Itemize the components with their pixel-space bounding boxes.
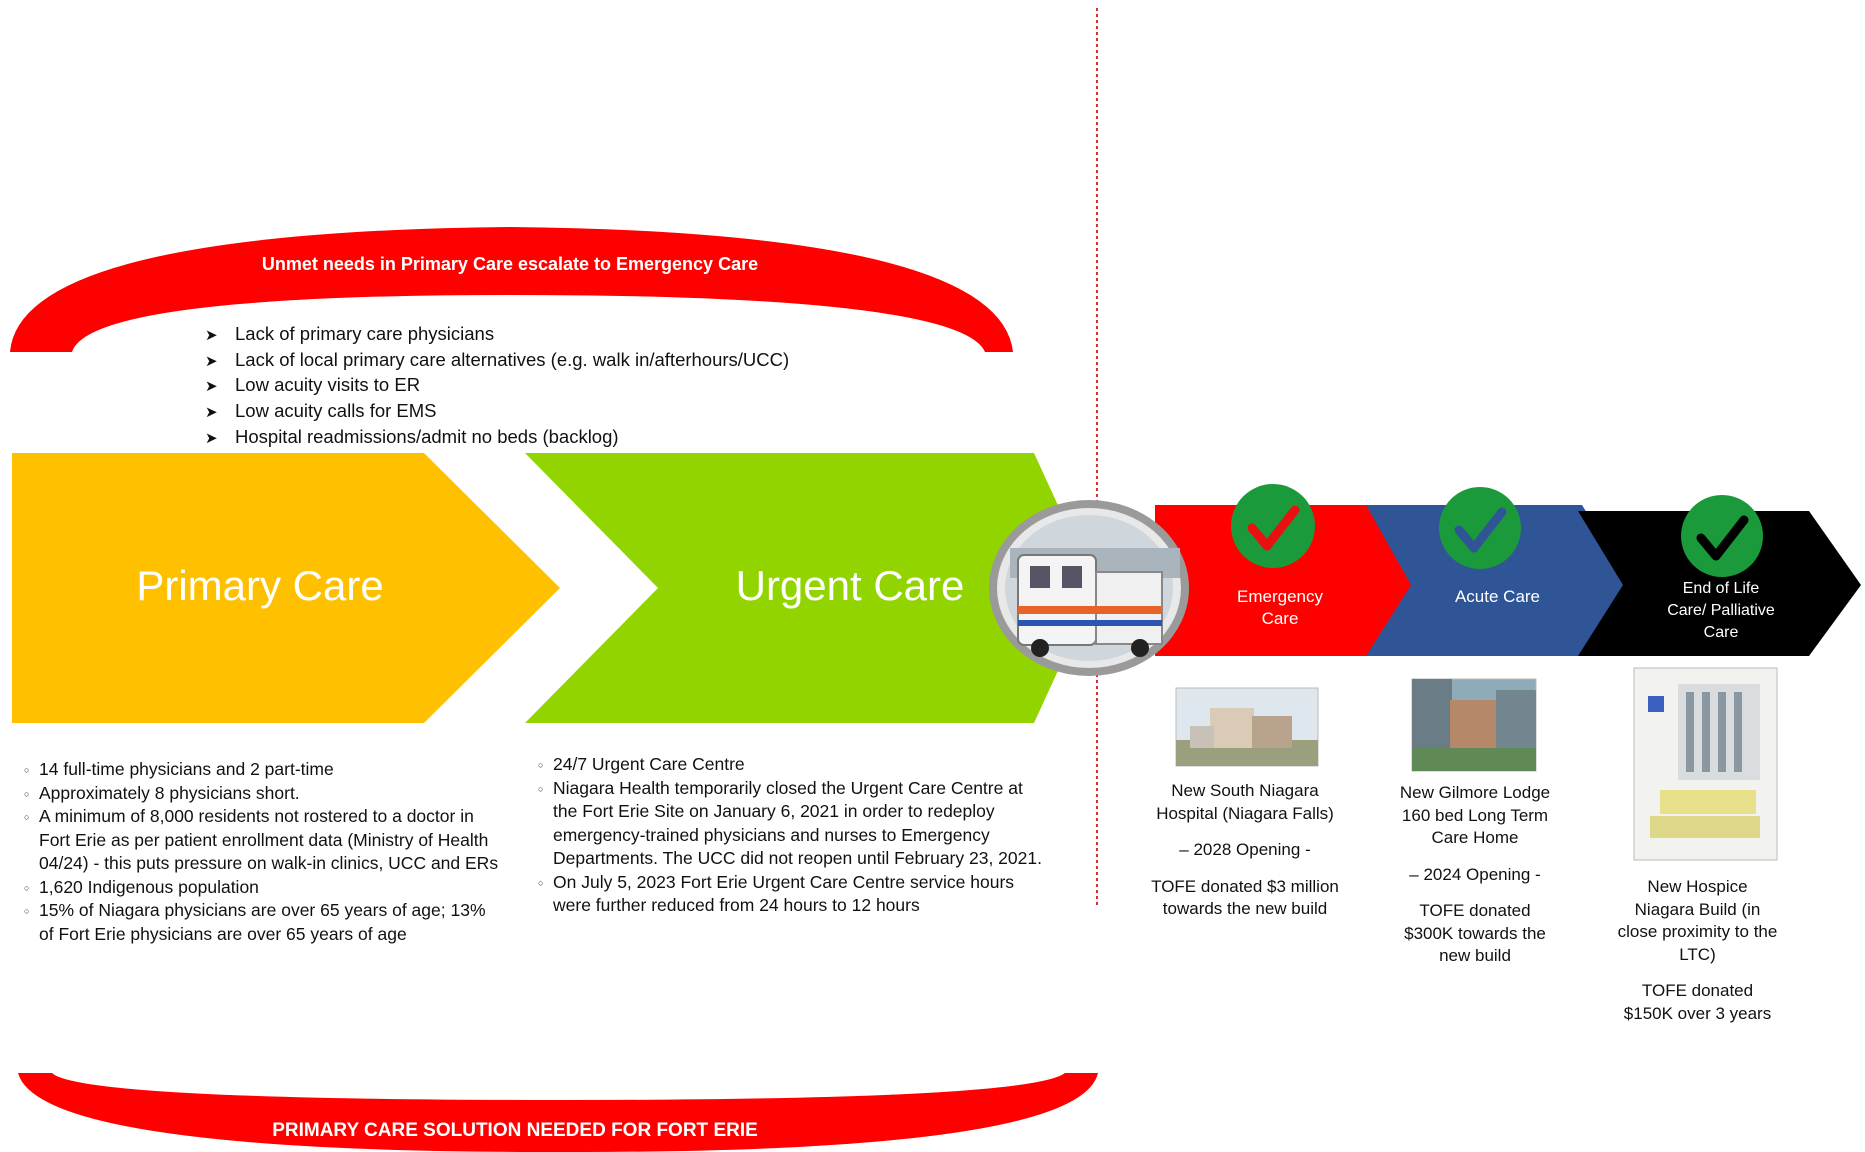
urgent-care-title: Urgent Care: [735, 562, 965, 609]
arrow-bullet-icon: ➤: [205, 378, 218, 396]
needs-list-item: ➤Lack of primary care physicians: [205, 322, 789, 348]
list-item: Approximately 8 physicians short.: [24, 782, 504, 805]
needs-list-item: ➤Lack of local primary care alternatives…: [205, 348, 789, 374]
list-item: On July 5, 2023 Fort Erie Urgent Care Ce…: [538, 871, 1048, 918]
acute-check-icon: [1439, 487, 1521, 569]
acute-care-arrow-shape: [1366, 505, 1632, 656]
list-item: 1,620 Indigenous population: [24, 876, 504, 899]
arrow-bullet-icon: ➤: [205, 404, 218, 422]
primary-care-details: 14 full-time physicians and 2 part-time …: [24, 758, 504, 946]
end-of-life-arrow-shape: [1578, 511, 1861, 656]
primary-care-arrow-shape: [12, 453, 560, 723]
south-niagara-hospital-photo: [1175, 687, 1319, 767]
urgent-care-details: 24/7 Urgent Care Centre Niagara Health t…: [538, 753, 1048, 918]
gilmore-lodge-photo: [1411, 678, 1537, 772]
urgent-care-arrow-shape: [525, 453, 1096, 723]
list-item: A minimum of 8,000 residents not rostere…: [24, 805, 504, 876]
bottom-arc-label: PRIMARY CARE SOLUTION NEEDED FOR FORT ER…: [272, 1120, 758, 1141]
arrow-bullet-icon: ➤: [205, 429, 218, 447]
end-of-life-check-icon: [1681, 495, 1763, 577]
emergency-care-arrow-shape: [1155, 505, 1423, 656]
ambulance-medallion: [989, 500, 1189, 676]
needs-list-item: ➤Low acuity visits to ER: [205, 373, 789, 399]
top-escalation-arc: [10, 227, 1013, 352]
list-item: Niagara Health temporarily closed the Ur…: [538, 777, 1048, 871]
needs-list: ➤Lack of primary care physicians ➤Lack o…: [205, 322, 789, 451]
top-arc-label: Unmet needs in Primary Care escalate to …: [261, 254, 759, 274]
hospice-site-plan-photo: [1633, 667, 1778, 861]
list-item: 15% of Niagara physicians are over 65 ye…: [24, 899, 504, 946]
arrow-bullet-icon: ➤: [205, 352, 218, 370]
needs-list-item: ➤Hospital readmissions/admit no beds (ba…: [205, 425, 789, 451]
needs-list-item: ➤Low acuity calls for EMS: [205, 399, 789, 425]
emergency-check-icon: [1231, 484, 1315, 568]
acute-care-title: Acute Care: [1454, 587, 1541, 606]
arrow-bullet-icon: ➤: [205, 327, 218, 344]
primary-care-title: Primary Care: [136, 562, 384, 609]
list-item: 14 full-time physicians and 2 part-time: [24, 758, 504, 782]
list-item: 24/7 Urgent Care Centre: [538, 753, 1048, 777]
bottom-solution-arc: [18, 1073, 1098, 1152]
